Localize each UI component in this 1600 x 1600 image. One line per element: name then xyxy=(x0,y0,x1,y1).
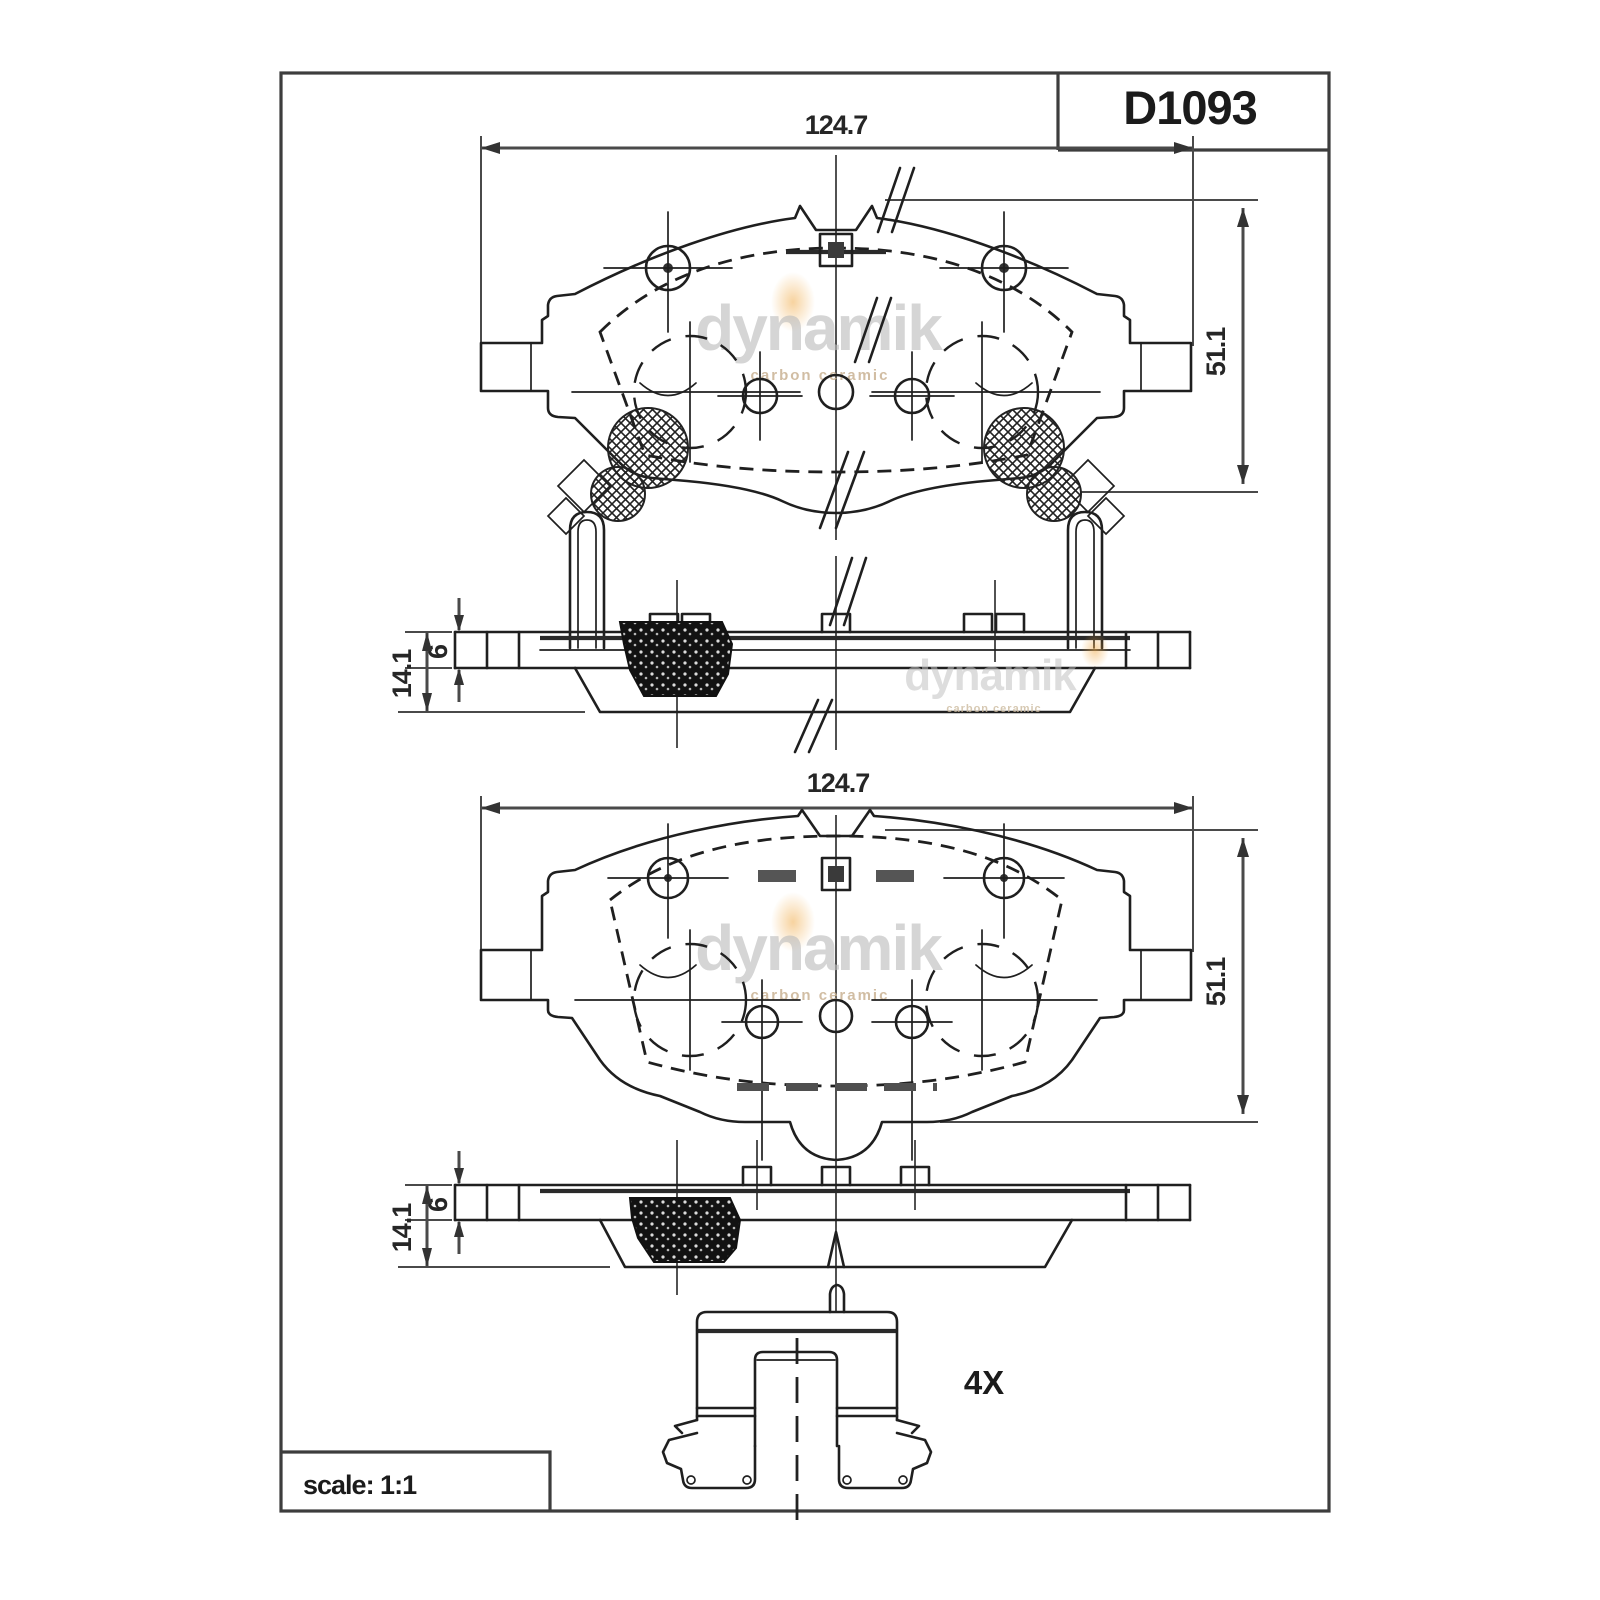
scale-label: scale: 1:1 xyxy=(303,1470,417,1500)
break-mark-1c xyxy=(818,450,866,530)
dimension-height-bottom: 51.1 xyxy=(885,829,1258,1123)
dim-value-height-top: 51.1 xyxy=(1201,327,1231,377)
frame-border xyxy=(279,71,1331,1513)
wear-sensor-blob-1 xyxy=(618,621,734,697)
center-bolt-marker-2 xyxy=(758,856,914,892)
title-block: D1093 xyxy=(1056,73,1329,152)
rivet-target-right-2 xyxy=(943,823,1065,979)
dimension-total-thickness-1: 14.1 xyxy=(387,632,585,713)
front-view-pad-2: dynamik carbon ceramic xyxy=(479,808,1193,1162)
rivet-target-left-1 xyxy=(603,211,733,397)
dim-value-width-top: 124.7 xyxy=(805,110,868,140)
dimension-width-bottom: 124.7 xyxy=(480,768,1194,952)
watermark-flame-glow-side xyxy=(1081,632,1109,668)
side-view-pad-2: 6 14.1 xyxy=(387,1140,1192,1312)
watermark-subtitle-side: carbon ceramic xyxy=(946,703,1041,715)
break-mark-1b xyxy=(853,296,893,364)
friction-profile-1 xyxy=(573,666,1097,714)
clip-foot-right xyxy=(837,1431,933,1490)
piston-contact-circle-left-1 xyxy=(571,321,801,463)
wear-sensor-blob-2 xyxy=(628,1197,742,1263)
dim-value-total-1: 14.1 xyxy=(387,649,417,699)
lug-hole-row-2 xyxy=(721,979,953,1161)
lug-hole-row-1 xyxy=(717,351,955,441)
dim-value-width-bottom: 124.7 xyxy=(807,768,870,798)
part-number-label: D1093 xyxy=(1123,81,1257,134)
hardware-clip-detail: 4X xyxy=(661,1283,1004,1527)
dimension-width-top: 124.7 xyxy=(480,110,1194,346)
break-mark-1a xyxy=(876,166,916,234)
corner-spring-right xyxy=(983,407,1126,536)
corner-spring-left xyxy=(546,407,689,536)
watermark-subtitle: carbon ceramic xyxy=(751,367,890,384)
watermark-flame-glow xyxy=(771,272,815,332)
dimension-height-top: 51.1 xyxy=(885,199,1258,493)
quantity-label: 4X xyxy=(964,1364,1004,1401)
retainer-clip-left xyxy=(568,510,606,650)
side-view-pad-1: dynamik carbon ceramic 6 14.1 xyxy=(387,510,1192,754)
watermark-subtitle-2: carbon ceramic xyxy=(751,987,890,1004)
watermark-brand-side: dynamik xyxy=(904,651,1077,700)
backing-plate-2 xyxy=(453,1165,1192,1222)
clip-foot-left xyxy=(661,1431,757,1490)
dim-value-height-bottom: 51.1 xyxy=(1201,957,1231,1007)
watermark-brand: dynamik xyxy=(695,292,943,364)
friction-profile-2 xyxy=(598,1218,1074,1269)
dim-value-total-2: 14.1 xyxy=(387,1203,417,1253)
watermark-brand-2: dynamik xyxy=(695,912,943,984)
break-mark-side1 xyxy=(793,556,868,754)
sensor-tab xyxy=(826,1230,846,1269)
center-bolt-marker-1 xyxy=(786,229,886,268)
dimension-total-thickness-2: 14.1 xyxy=(387,1185,610,1268)
watermark-flame-glow-2 xyxy=(771,892,815,952)
front-view-pad-1: dynamik carbon ceramic xyxy=(479,155,1193,540)
retainer-clip-right xyxy=(1066,510,1104,650)
piston-contact-circle-right-2 xyxy=(871,929,1098,1071)
piston-contact-circle-right-1 xyxy=(871,321,1101,463)
scale-box: scale: 1:1 xyxy=(281,1450,552,1511)
